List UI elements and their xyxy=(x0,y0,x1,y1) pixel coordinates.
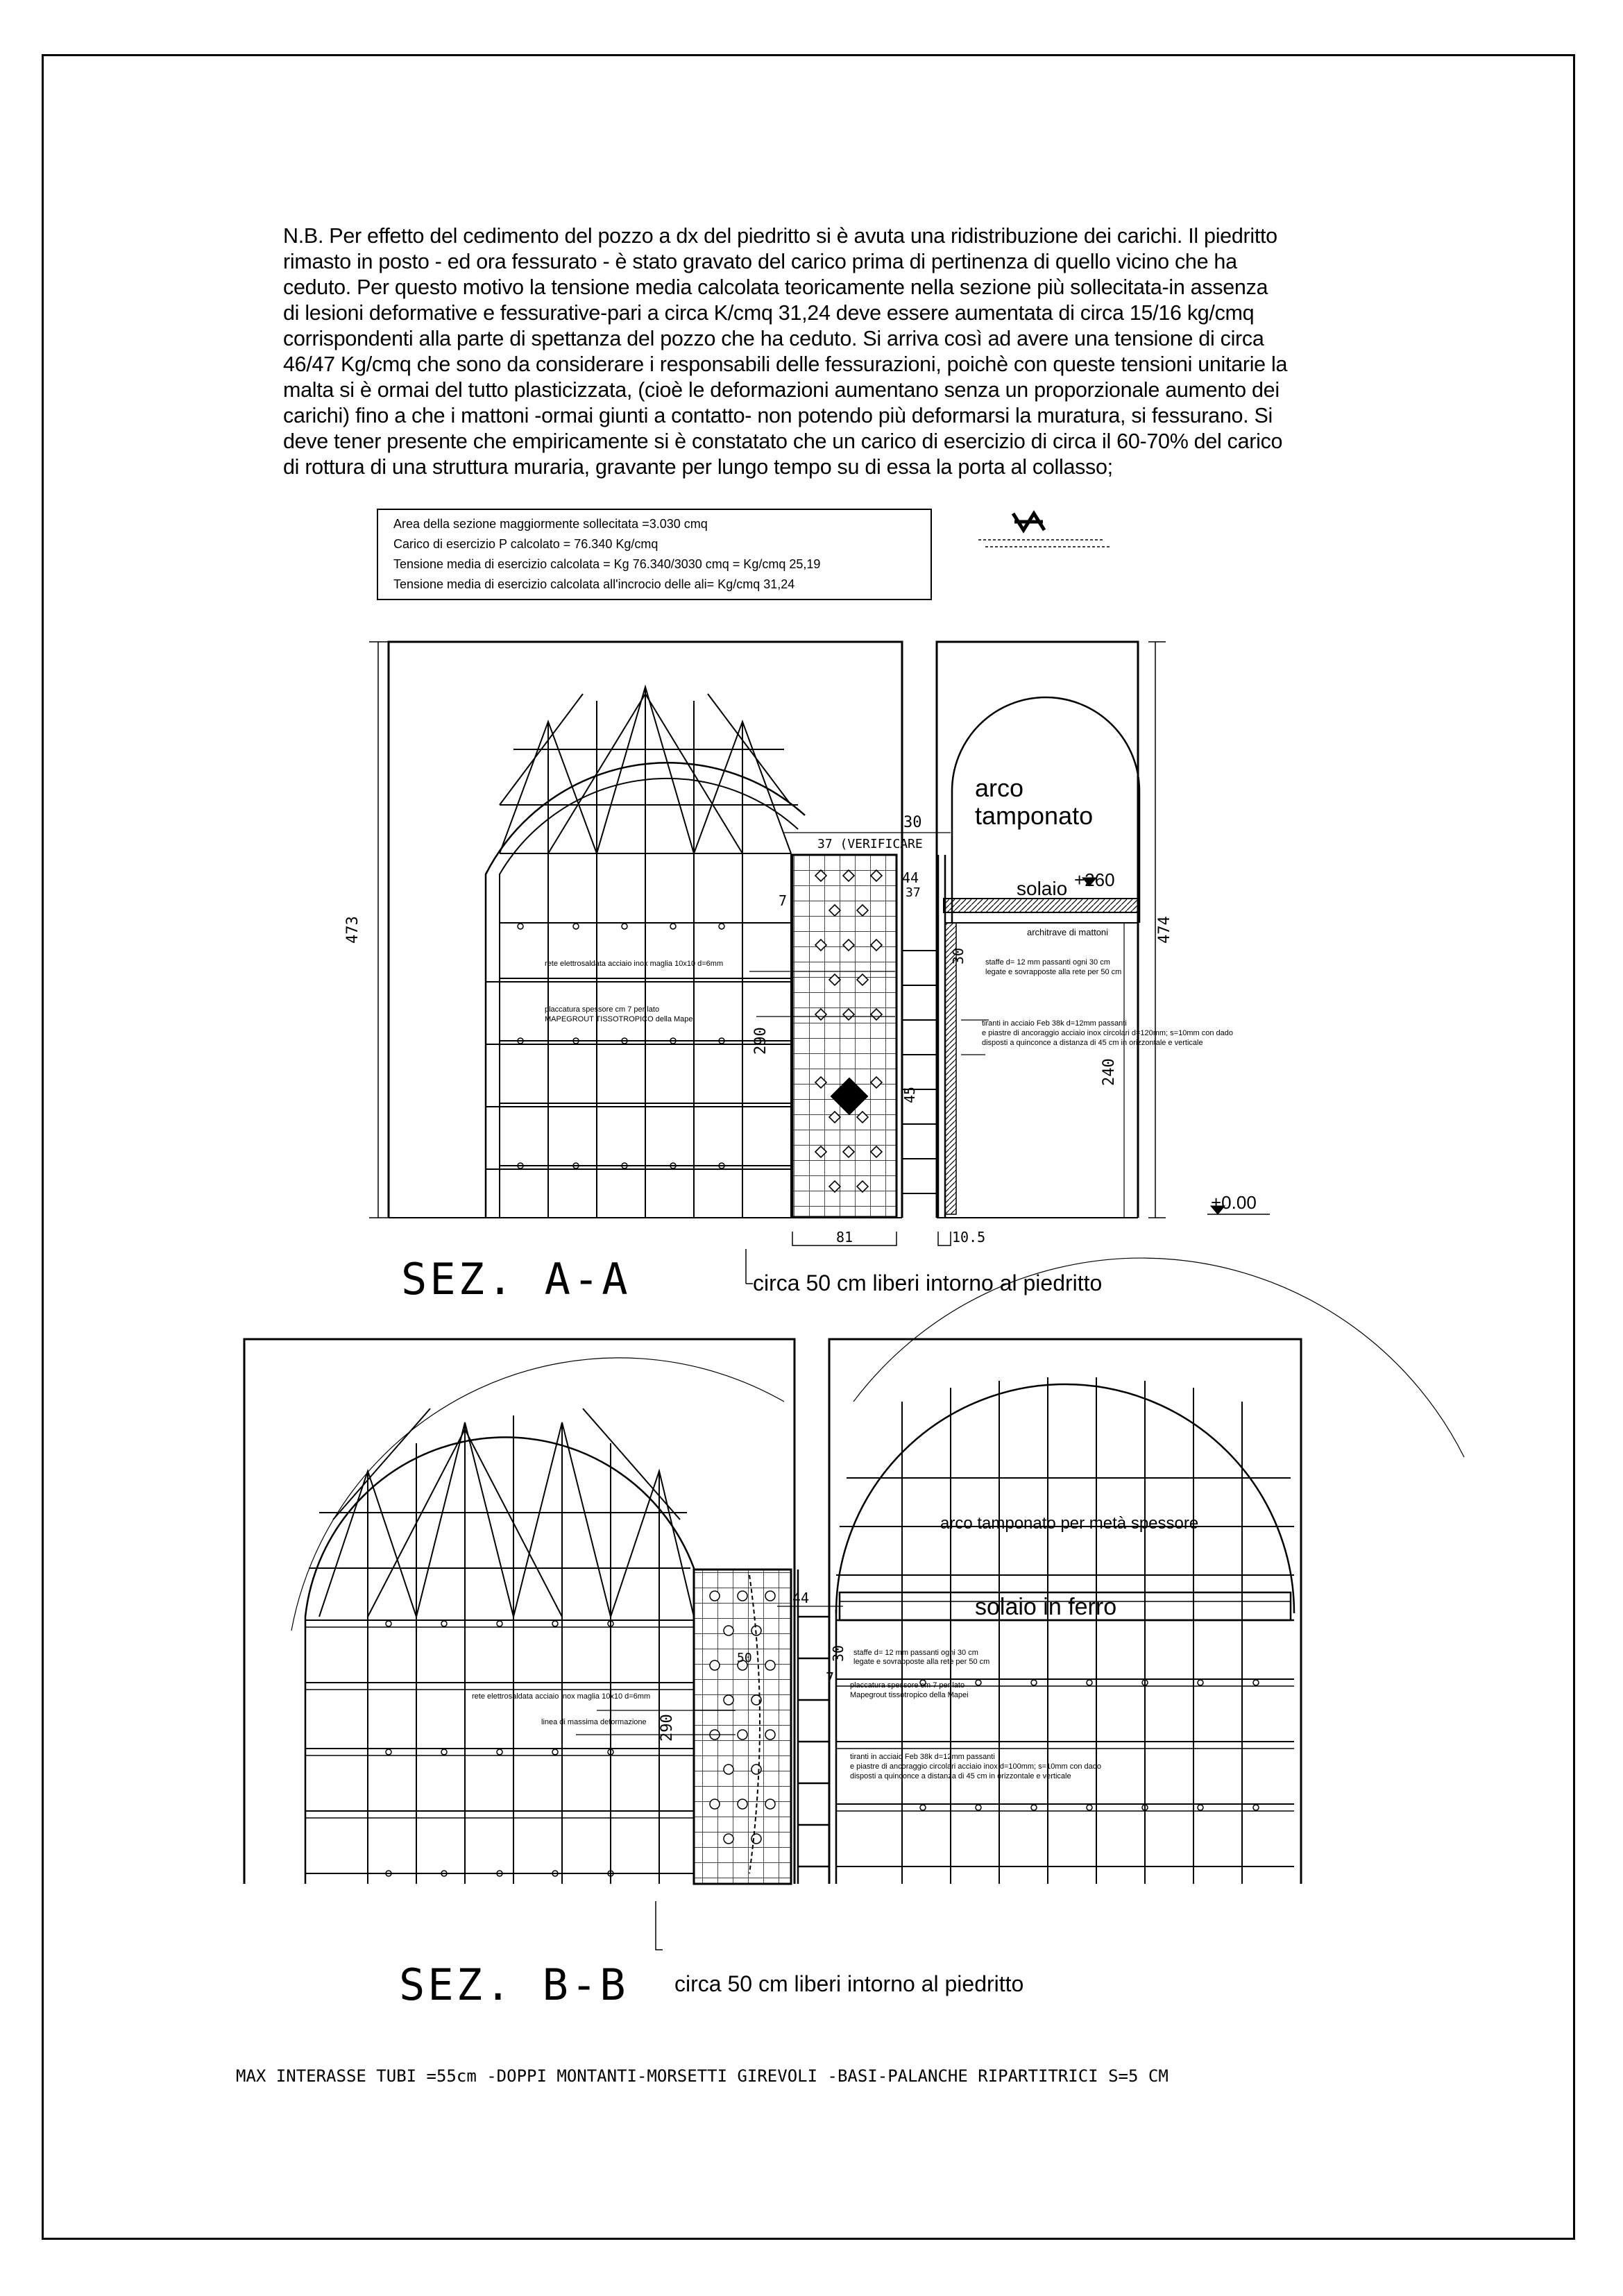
tiranti-label-2: e piastre di ancoraggio circolari acciai… xyxy=(850,1762,1101,1771)
calc-line: Carico di esercizio P calcolato = 76.340… xyxy=(393,537,658,551)
note-paragraph: N.B. Per effetto del cedimento del pozzo… xyxy=(283,223,1366,480)
tiranti-label-1: tiranti in acciaio Feb 38k d=12mm passan… xyxy=(850,1753,995,1761)
dim-50: 50 xyxy=(737,1651,752,1665)
dim-7: 7 xyxy=(826,1669,834,1686)
dim-44: 44 xyxy=(902,869,919,886)
dim-37: 37 (VERIFICARE xyxy=(817,837,923,851)
note-line: 46/47 Kg/cmq che sono da considerare i r… xyxy=(283,352,1288,376)
solaio-label: solaio xyxy=(1017,878,1067,899)
placcatura-label-1: placcatura spessore cm 7 per lato xyxy=(850,1681,965,1690)
staffe-label-2: legate e sovrapposte alla rete per 50 cm xyxy=(985,968,1121,976)
rete-label: rete elettrosaldata acciaio inox maglia … xyxy=(545,960,723,968)
placcatura-label-1: placcatura spessore cm 7 per lato xyxy=(545,1005,659,1014)
note-line: corrispondenti alla parte di spettanza d… xyxy=(283,327,1264,350)
placcatura-label-2: Mapegrout tissotropico della Mapei xyxy=(850,1691,969,1699)
calc-line: Area della sezione maggiormente sollecit… xyxy=(393,517,708,531)
section-bb-labels: SEZ. B-B arco tamponato per metà spessor… xyxy=(399,1514,1198,2010)
level-zero: +0.00 xyxy=(1211,1192,1257,1213)
note-line: ceduto. Per questo motivo la tensione me… xyxy=(283,275,1268,299)
arch-label-1: arco xyxy=(975,774,1023,802)
calculation-box: Area della sezione maggiormente sollecit… xyxy=(377,509,932,600)
staffe-label-1: staffe d= 12 mm passanti ogni 30 cm xyxy=(985,958,1110,967)
free-space-label: circa 50 cm liberi intorno al piedritto xyxy=(674,1971,1023,1996)
architrave-label: architrave di mattoni xyxy=(1027,927,1108,937)
note-line: di lesioni deformative e fessurative-par… xyxy=(283,301,1255,325)
level-top: +260 xyxy=(1074,869,1115,890)
note-line: deve tener presente che empiricamente si… xyxy=(283,430,1283,453)
dim-30-side: 30 xyxy=(950,948,967,964)
dim-44: 44 xyxy=(792,1590,809,1606)
dim-30-top: 30 xyxy=(903,814,922,831)
section-aa-labels: SEZ. A-A arco tamponato solaio +260 +0.0… xyxy=(344,774,1257,1304)
rete-label: rete elettrosaldata acciaio inox maglia … xyxy=(472,1692,650,1701)
tiranti-label-3: disposti a quinconce a distanza di 45 cm… xyxy=(850,1772,1071,1780)
tiranti-label-2: e piastre di ancoraggio acciaio inox cir… xyxy=(982,1029,1233,1037)
placcatura-label-2: MAPEGROUT TISSOTROPICO della Mapei xyxy=(545,1015,695,1023)
note-line: N.B. Per effetto del cedimento del pozzo… xyxy=(283,224,1277,248)
stamp-logo xyxy=(978,510,1110,547)
arch-label-2: tamponato xyxy=(975,801,1093,830)
dim-81: 81 xyxy=(836,1229,853,1245)
deformazione-label: linea di massima deformazione xyxy=(541,1718,647,1726)
calc-line: Tensione media di esercizio calcolata = … xyxy=(393,557,821,571)
dim-240: 240 xyxy=(1101,1058,1118,1086)
staffe-label-2: legate e sovrapposte alla rete per 50 cm xyxy=(853,1658,989,1666)
dim-290: 290 xyxy=(658,1714,676,1742)
solaio-ferro-label: solaio in ferro xyxy=(975,1594,1116,1620)
footer-note: MAX INTERASSE TUBI =55cm -DOPPI MONTANTI… xyxy=(236,2066,1169,2086)
dim-10-5: 10.5 xyxy=(952,1229,985,1245)
note-line: di rottura di una struttura muraria, gra… xyxy=(283,455,1113,479)
dim-290: 290 xyxy=(752,1027,770,1055)
section-aa-title: SEZ. A-A xyxy=(401,1254,631,1304)
note-line: rimasto in posto - ed ora fessurato - è … xyxy=(283,250,1237,273)
drawing-frame xyxy=(42,54,1575,2240)
dim-37b: 37 xyxy=(906,885,921,900)
dim-left: 473 xyxy=(344,916,362,944)
note-line: carichi) fino a che i mattoni -ormai giu… xyxy=(283,404,1273,427)
tiranti-label-3: disposti a quinconce a distanza di 45 cm… xyxy=(982,1039,1203,1047)
dim-7: 7 xyxy=(779,892,787,909)
calc-line: Tensione media di esercizio calcolata al… xyxy=(393,577,795,591)
note-line: malta si è ormai del tutto plasticizzata… xyxy=(283,378,1280,402)
dim-right: 474 xyxy=(1156,916,1173,944)
staffe-label-1: staffe d= 12 mm passanti ogni 30 cm xyxy=(853,1649,978,1657)
section-aa xyxy=(369,640,1270,1284)
tiranti-label-1: tiranti in acciaio Feb 38k d=12mm passan… xyxy=(982,1019,1127,1028)
free-space-label: circa 50 cm liberi intorno al piedritto xyxy=(753,1270,1102,1295)
section-bb xyxy=(243,1257,1465,1950)
section-bb-title: SEZ. B-B xyxy=(399,1959,629,2010)
arco-tamponato-label: arco tamponato per metà spessore xyxy=(940,1514,1198,1533)
dim-30: 30 xyxy=(830,1645,847,1662)
dim-45: 45 xyxy=(901,1087,918,1103)
